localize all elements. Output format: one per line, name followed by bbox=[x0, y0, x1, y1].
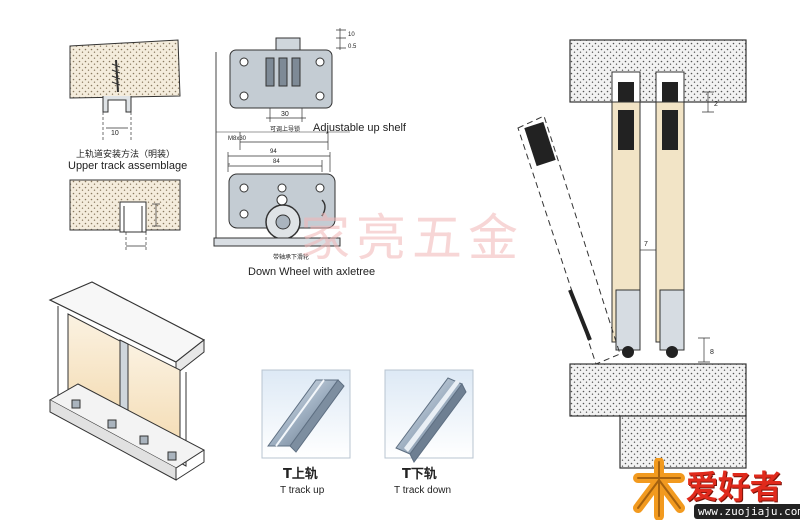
watermark-text: 家亮五金 bbox=[300, 209, 524, 267]
dim-section-8: 8 bbox=[710, 349, 714, 356]
cabinet-perspective bbox=[48, 281, 206, 481]
dim-section-2: 2 bbox=[714, 101, 718, 108]
t-track-up-label-cn: T上轨 bbox=[283, 467, 318, 482]
t-track-up-label-en: T track up bbox=[280, 485, 325, 496]
dim-shelf-30: 30 bbox=[281, 111, 289, 118]
t-track-down-label-en: T track down bbox=[394, 485, 452, 496]
t-track-down-label-cn: T下轨 bbox=[402, 467, 437, 482]
site-logo: 爱好者 www.zuojiaju.com bbox=[632, 458, 800, 524]
dim-upper-10: 10 bbox=[111, 130, 119, 137]
dim-shelf-05: 0.5 bbox=[348, 44, 357, 50]
t-track-up-photo bbox=[261, 369, 351, 459]
upper-track-diagram bbox=[69, 39, 181, 140]
adjustable-shelf-diagram bbox=[215, 28, 350, 245]
dim-shelf-10: 10 bbox=[348, 32, 355, 38]
dim-section-7: 7 bbox=[644, 241, 648, 248]
upper-track-closeup bbox=[69, 179, 181, 250]
upper-track-label-cn: 上轨道安装方法（明装） bbox=[76, 150, 176, 160]
t-track-down-photo bbox=[384, 369, 474, 463]
adjustable-shelf-label-en: Adjustable up shelf bbox=[313, 122, 406, 134]
dim-wheel-m8: M8x30 bbox=[228, 136, 247, 142]
down-wheel-diagram bbox=[213, 152, 341, 247]
logo-brand: 爱好者 bbox=[686, 468, 783, 506]
logo-site-url: www.zuojiaju.com bbox=[694, 504, 800, 519]
adjustable-shelf-label-cn: 可调上导锁 bbox=[270, 126, 301, 133]
down-wheel-label-cn: 带轴承下滑轮 bbox=[273, 254, 310, 261]
down-wheel-label-en: Down Wheel with axletree bbox=[248, 266, 376, 278]
upper-track-label-en: Upper track assemblage bbox=[68, 160, 188, 172]
dim-wheel-94: 94 bbox=[270, 149, 277, 155]
cross-section-diagram bbox=[517, 39, 747, 469]
dim-wheel-84: 84 bbox=[273, 159, 280, 165]
logo-mark-icon bbox=[633, 458, 685, 520]
